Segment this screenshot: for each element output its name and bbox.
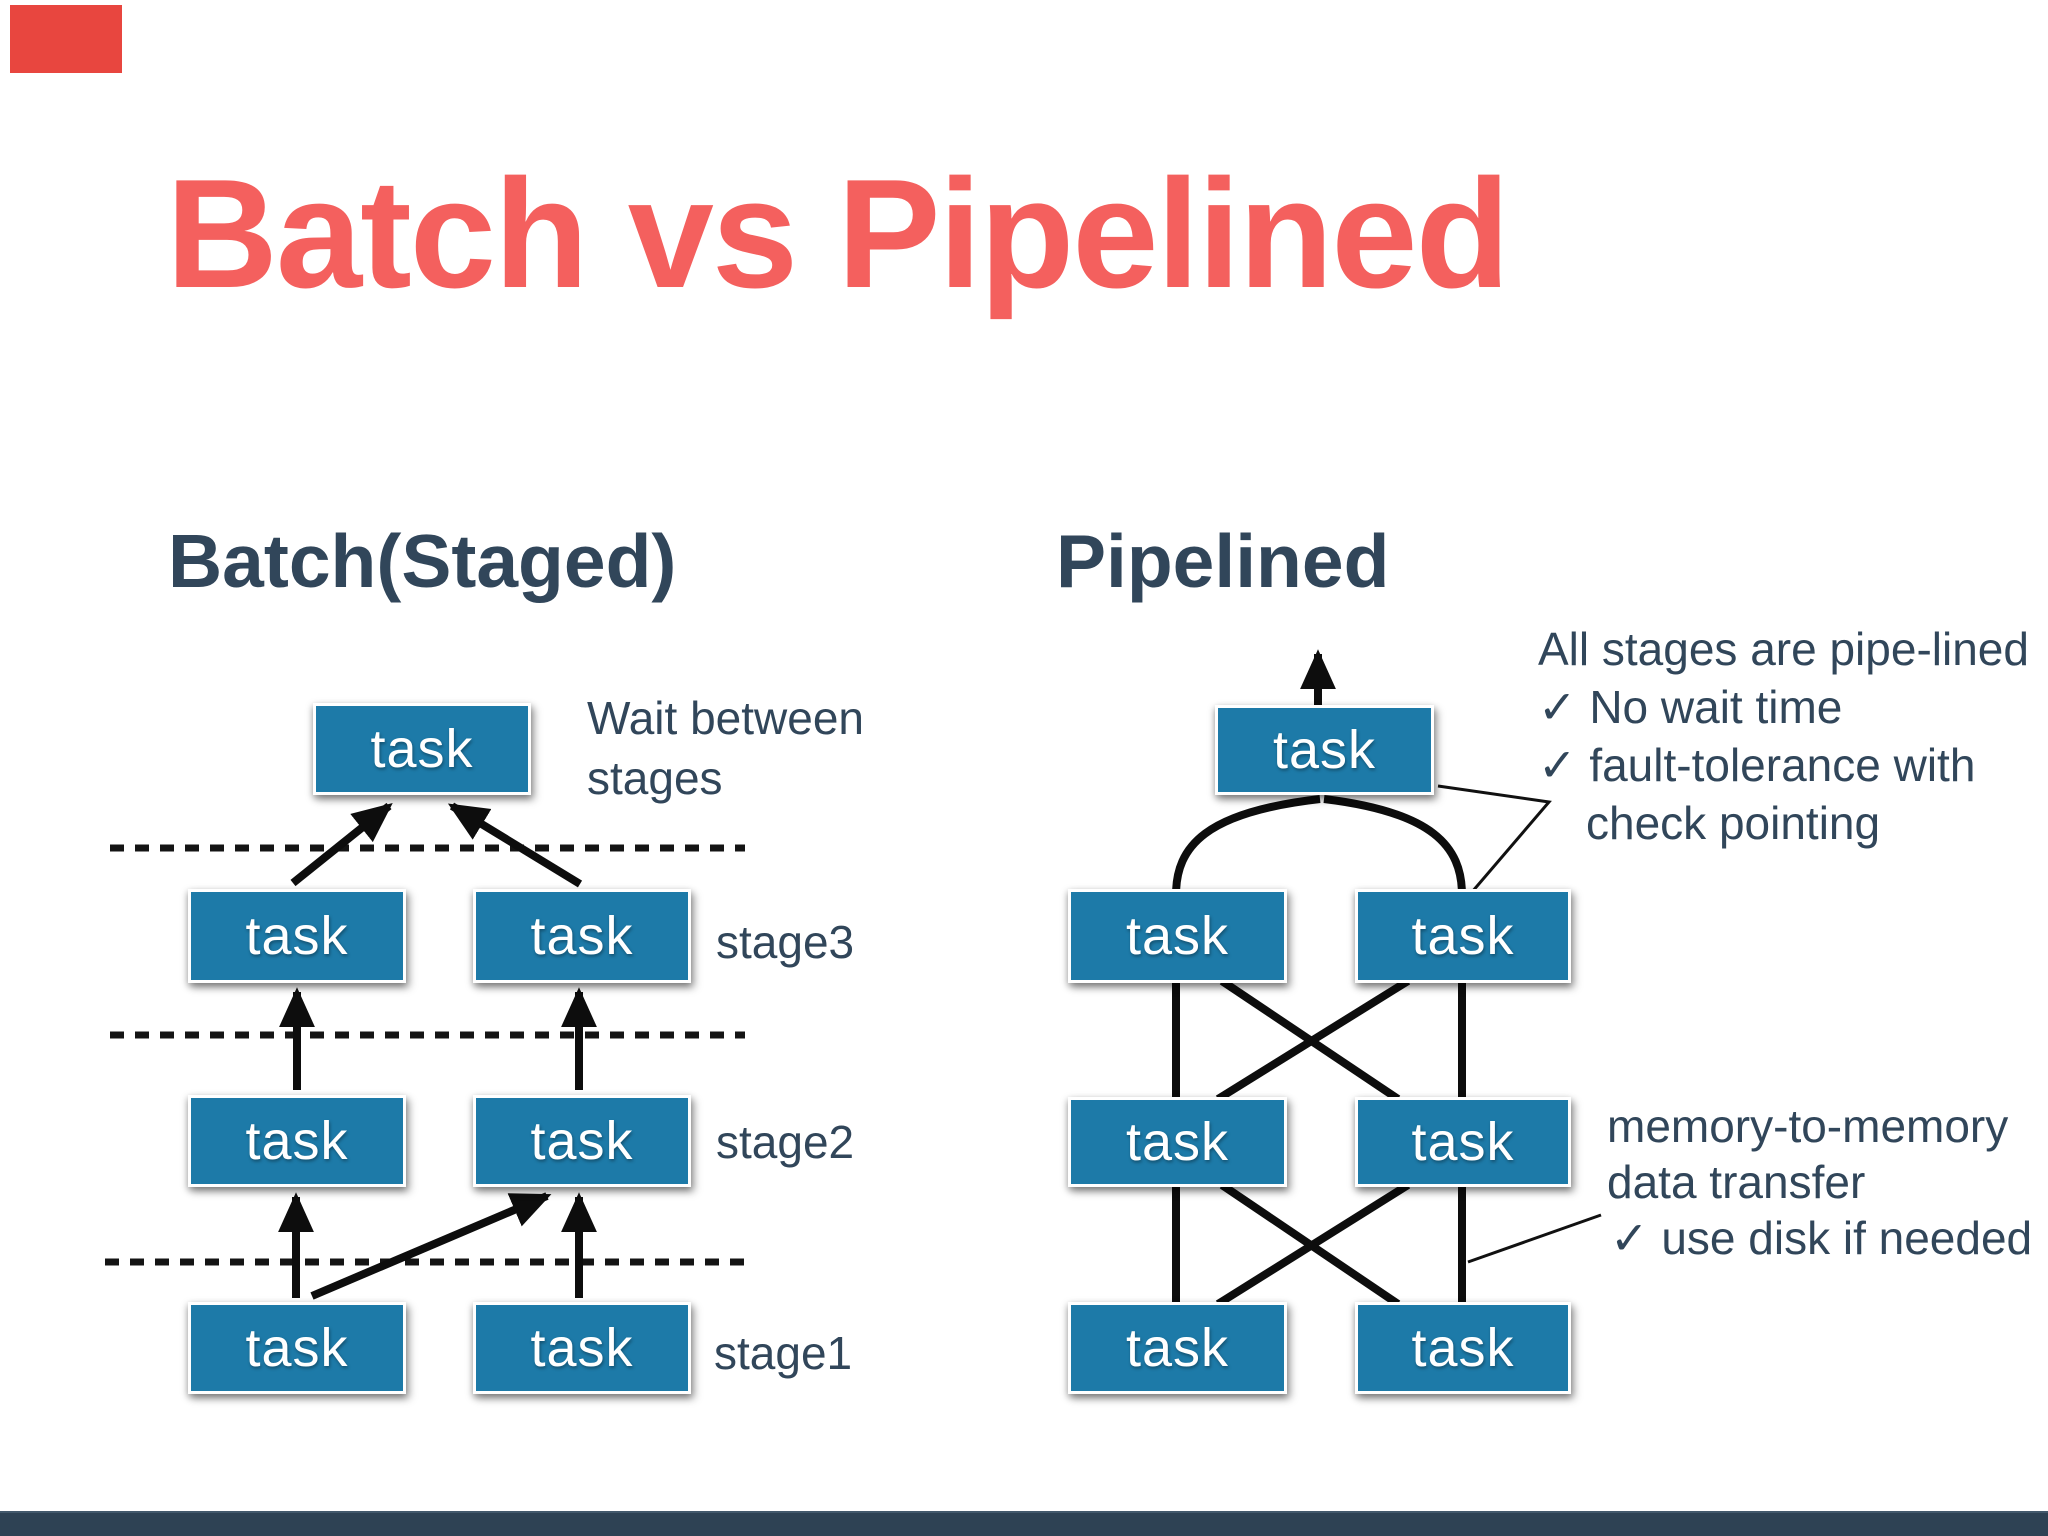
benefit-line-2: ✓ No wait time xyxy=(1538,681,1843,733)
pipelined-task-row3-right: task xyxy=(1355,1302,1571,1394)
footer-bar xyxy=(0,1511,2048,1536)
corner-accent-marker xyxy=(10,5,122,73)
memory-note-line3: ✓ use disk if needed xyxy=(1610,1212,2033,1264)
batch-task-stage3-left: task xyxy=(188,889,406,983)
slide-title: Batch vs Pipelined xyxy=(166,147,1510,320)
benefit-line-1: All stages are pipe-lined xyxy=(1538,623,2029,675)
memory-note-line1: memory-to-memory xyxy=(1607,1100,2009,1152)
benefit-line-3: ✓ fault-tolerance with xyxy=(1538,739,1976,791)
memory-note-line2: data transfer xyxy=(1607,1156,1866,1208)
pipelined-task-row3-left: task xyxy=(1068,1302,1287,1394)
wait-note-line1: Wait between xyxy=(587,692,864,744)
batch-task-stage1-right: task xyxy=(473,1302,691,1394)
pipelined-section-heading: Pipelined xyxy=(1056,519,1390,603)
batch-task-stage3-right: task xyxy=(473,889,691,983)
pipelined-task-row2-right: task xyxy=(1355,1097,1571,1187)
stage2-label: stage2 xyxy=(716,1116,855,1168)
stage3-label: stage3 xyxy=(716,916,855,968)
pipelined-task-row1-left: task xyxy=(1068,889,1287,983)
batch-task-stage2-right: task xyxy=(473,1095,691,1187)
batch-section-heading: Batch(Staged) xyxy=(168,519,677,603)
wait-between-stages-note: Wait between stages xyxy=(587,688,864,808)
pipelined-task-row1-right: task xyxy=(1355,889,1571,983)
batch-task-stage1-left: task xyxy=(188,1302,406,1394)
annotation-pointer-lines xyxy=(1437,784,1602,1264)
pipelined-merge-curves xyxy=(1172,795,1466,896)
pipelined-task-row2-left: task xyxy=(1068,1097,1287,1187)
stage1-label: stage1 xyxy=(714,1327,853,1379)
pipelined-transfer-lines xyxy=(1172,977,1466,1308)
batch-task-output: task xyxy=(313,703,531,795)
batch-task-stage2-left: task xyxy=(188,1095,406,1187)
stage-divider-dotted-lines xyxy=(105,844,747,1266)
benefit-line-4: check pointing xyxy=(1586,797,1881,849)
batch-arrows xyxy=(278,802,597,1300)
pipelined-task-output: task xyxy=(1215,705,1434,795)
wait-note-line2: stages xyxy=(587,752,723,804)
